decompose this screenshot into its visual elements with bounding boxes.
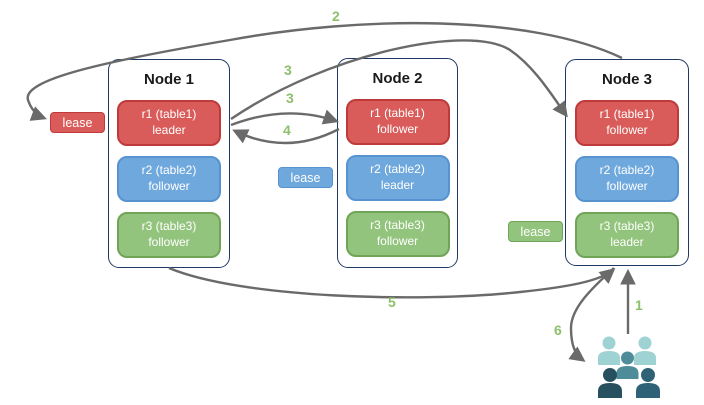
replica-role: follower bbox=[606, 123, 648, 137]
node-1-box: Node 1 r1 (table1) leader r2 (table2) fo… bbox=[108, 59, 230, 268]
replica-role: follower bbox=[148, 235, 190, 249]
replica-range: r3 (table3) bbox=[599, 219, 655, 234]
replica-range: r3 (table3) bbox=[370, 218, 425, 233]
step-label-2: 2 bbox=[332, 8, 340, 24]
node1-r3-follower: r3 (table3) follower bbox=[117, 212, 221, 258]
node3-r1-follower: r1 (table1) follower bbox=[575, 100, 679, 146]
arrow-step5-node1-to-node3 bbox=[168, 266, 616, 299]
step-label-4: 4 bbox=[283, 122, 291, 138]
node-2-title: Node 2 bbox=[372, 70, 423, 87]
replica-role: leader bbox=[610, 235, 644, 249]
step-label-6: 6 bbox=[554, 322, 562, 338]
replica-role: leader bbox=[152, 123, 186, 137]
node-1-title: Node 1 bbox=[143, 71, 194, 88]
step-label-1: 1 bbox=[635, 297, 643, 313]
replica-range: r1 (table1) bbox=[599, 107, 655, 122]
replica-role: follower bbox=[376, 122, 419, 136]
replica-role: follower bbox=[148, 179, 190, 193]
node2-r1-follower: r1 (table1) follower bbox=[345, 99, 450, 145]
lease-tag-table2: lease bbox=[278, 167, 333, 188]
node2-r2-leader: r2 (table2) leader bbox=[345, 155, 450, 201]
node-3-box: Node 3 r1 (table1) follower r2 (table2) … bbox=[565, 59, 689, 266]
replica-role: leader bbox=[380, 178, 415, 192]
node1-r1-leader: r1 (table1) leader bbox=[117, 100, 221, 146]
step-label-3-lower: 3 bbox=[286, 90, 294, 106]
replica-role: follower bbox=[606, 179, 648, 193]
replica-range: r3 (table3) bbox=[141, 219, 197, 234]
step-label-3-upper: 3 bbox=[284, 62, 292, 78]
lease-tag-table3: lease bbox=[508, 221, 563, 242]
replica-range: r2 (table2) bbox=[370, 162, 425, 177]
node1-r2-follower: r2 (table2) follower bbox=[117, 156, 221, 202]
node3-r3-leader: r3 (table3) leader bbox=[575, 212, 679, 258]
user-group-icon bbox=[598, 336, 660, 398]
step-label-5: 5 bbox=[388, 294, 396, 310]
node2-r3-follower: r3 (table3) follower bbox=[345, 211, 450, 257]
node3-r2-follower: r2 (table2) follower bbox=[575, 156, 679, 202]
replica-range: r2 (table2) bbox=[141, 163, 197, 178]
replica-range: r1 (table1) bbox=[141, 107, 197, 122]
replica-range: r1 (table1) bbox=[370, 106, 425, 121]
node-3-title: Node 3 bbox=[601, 71, 652, 88]
lease-tag-table1: lease bbox=[50, 112, 105, 133]
replica-role: follower bbox=[376, 234, 419, 248]
node-2-box: Node 2 r1 (table1) follower r2 (table2) … bbox=[337, 58, 458, 268]
replica-range: r2 (table2) bbox=[599, 163, 655, 178]
